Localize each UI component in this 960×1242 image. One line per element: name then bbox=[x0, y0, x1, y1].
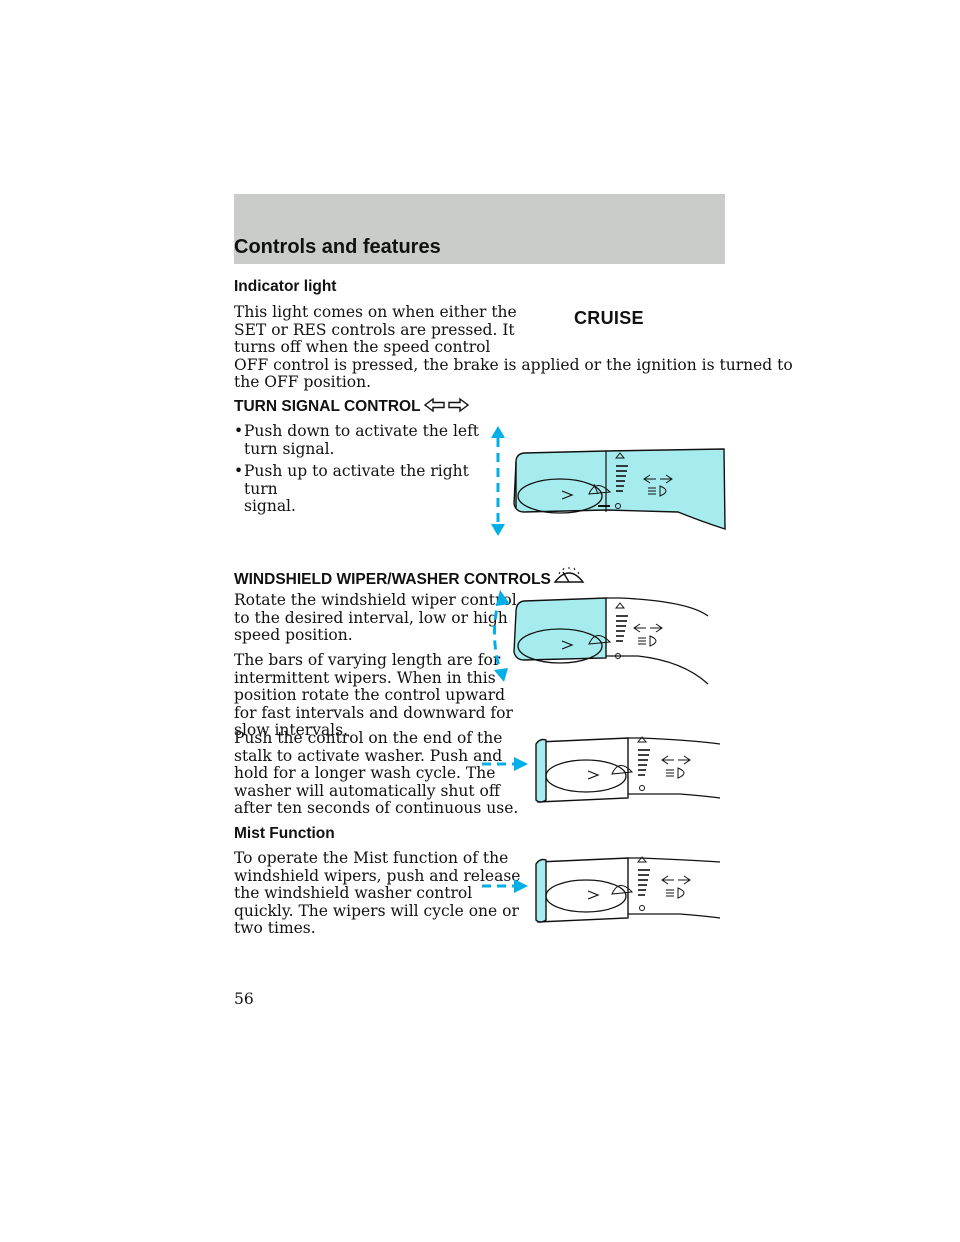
turn-signal-stalk-illustration bbox=[513, 448, 726, 530]
wiper-para2-line-4: for fast intervals and downward for bbox=[234, 703, 513, 722]
bullet-left-turn-line-2: turn signal. bbox=[244, 439, 335, 458]
mist-line-5: two times. bbox=[234, 919, 316, 938]
wiper-para3-line-4: washer will automatically shut off bbox=[234, 781, 500, 800]
indicator-line-1: This light comes on when either the bbox=[234, 303, 517, 321]
mist-line-4: quickly. The wipers will cycle one or bbox=[234, 901, 519, 920]
header-bar bbox=[234, 194, 725, 264]
mist-heading: Mist Function bbox=[234, 825, 335, 842]
wiper-heading-text: WINDSHIELD WIPER/WASHER CONTROLS bbox=[234, 571, 551, 588]
up-down-arrow-icon bbox=[491, 426, 505, 536]
wiper-heading: WINDSHIELD WIPER/WASHER CONTROLS bbox=[234, 566, 585, 591]
wiper-para3-line-2: stalk to activate washer. Push and bbox=[234, 746, 503, 765]
windshield-wiper-icon bbox=[553, 566, 585, 591]
wiper-para2-line-5: slow intervals. bbox=[234, 721, 349, 740]
washer-push-illustration bbox=[482, 736, 721, 803]
turn-signal-arrows-icon bbox=[423, 397, 471, 418]
mist-line-3: the windshield washer control bbox=[234, 884, 473, 903]
wiper-para3-line-1: Push the control on the end of the bbox=[234, 729, 503, 747]
wiper-para2-line-1: The bars of varying length are for bbox=[234, 651, 501, 669]
bullet-left-turn-line-1: Push down to activate the left bbox=[244, 422, 480, 440]
turn-signal-heading-text: TURN SIGNAL CONTROL bbox=[234, 398, 421, 415]
section-title: Controls and features bbox=[234, 236, 441, 258]
indicator-line-5: the OFF position. bbox=[234, 373, 372, 392]
wiper-rotate-illustration bbox=[493, 590, 709, 685]
turn-signal-heading: TURN SIGNAL CONTROL bbox=[234, 397, 471, 418]
indicator-heading: Indicator light bbox=[234, 278, 337, 295]
wiper-para3-line-5: after ten seconds of continuous use. bbox=[234, 799, 519, 818]
cruise-indicator-label: CRUISE bbox=[574, 308, 644, 328]
bullet-right-turn-line-1: Push up to activate the right turn bbox=[244, 462, 469, 498]
wiper-para2-line-3: position rotate the control upward bbox=[234, 686, 506, 705]
wiper-para1-line-2: to the desired interval, low or high bbox=[234, 608, 508, 627]
indicator-line-3: turns off when the speed control bbox=[234, 338, 491, 357]
mist-line-2: windshield wipers, push and release bbox=[234, 866, 521, 885]
wiper-para1-line-3: speed position. bbox=[234, 626, 353, 645]
mist-push-illustration bbox=[482, 856, 721, 923]
bullet-right-turn-line-2: signal. bbox=[244, 497, 296, 516]
wiper-para3-line-3: hold for a longer wash cycle. The bbox=[234, 764, 496, 783]
indicator-line-4: OFF control is pressed, the brake is app… bbox=[234, 355, 793, 374]
mist-line-1: To operate the Mist function of the bbox=[234, 849, 509, 867]
wiper-para1-line-1: Rotate the windshield wiper control bbox=[234, 591, 517, 609]
indicator-line-2: SET or RES controls are pressed. It bbox=[234, 320, 515, 339]
wiper-para2-line-2: intermittent wipers. When in this bbox=[234, 668, 496, 687]
page-number: 56 bbox=[234, 990, 254, 1008]
